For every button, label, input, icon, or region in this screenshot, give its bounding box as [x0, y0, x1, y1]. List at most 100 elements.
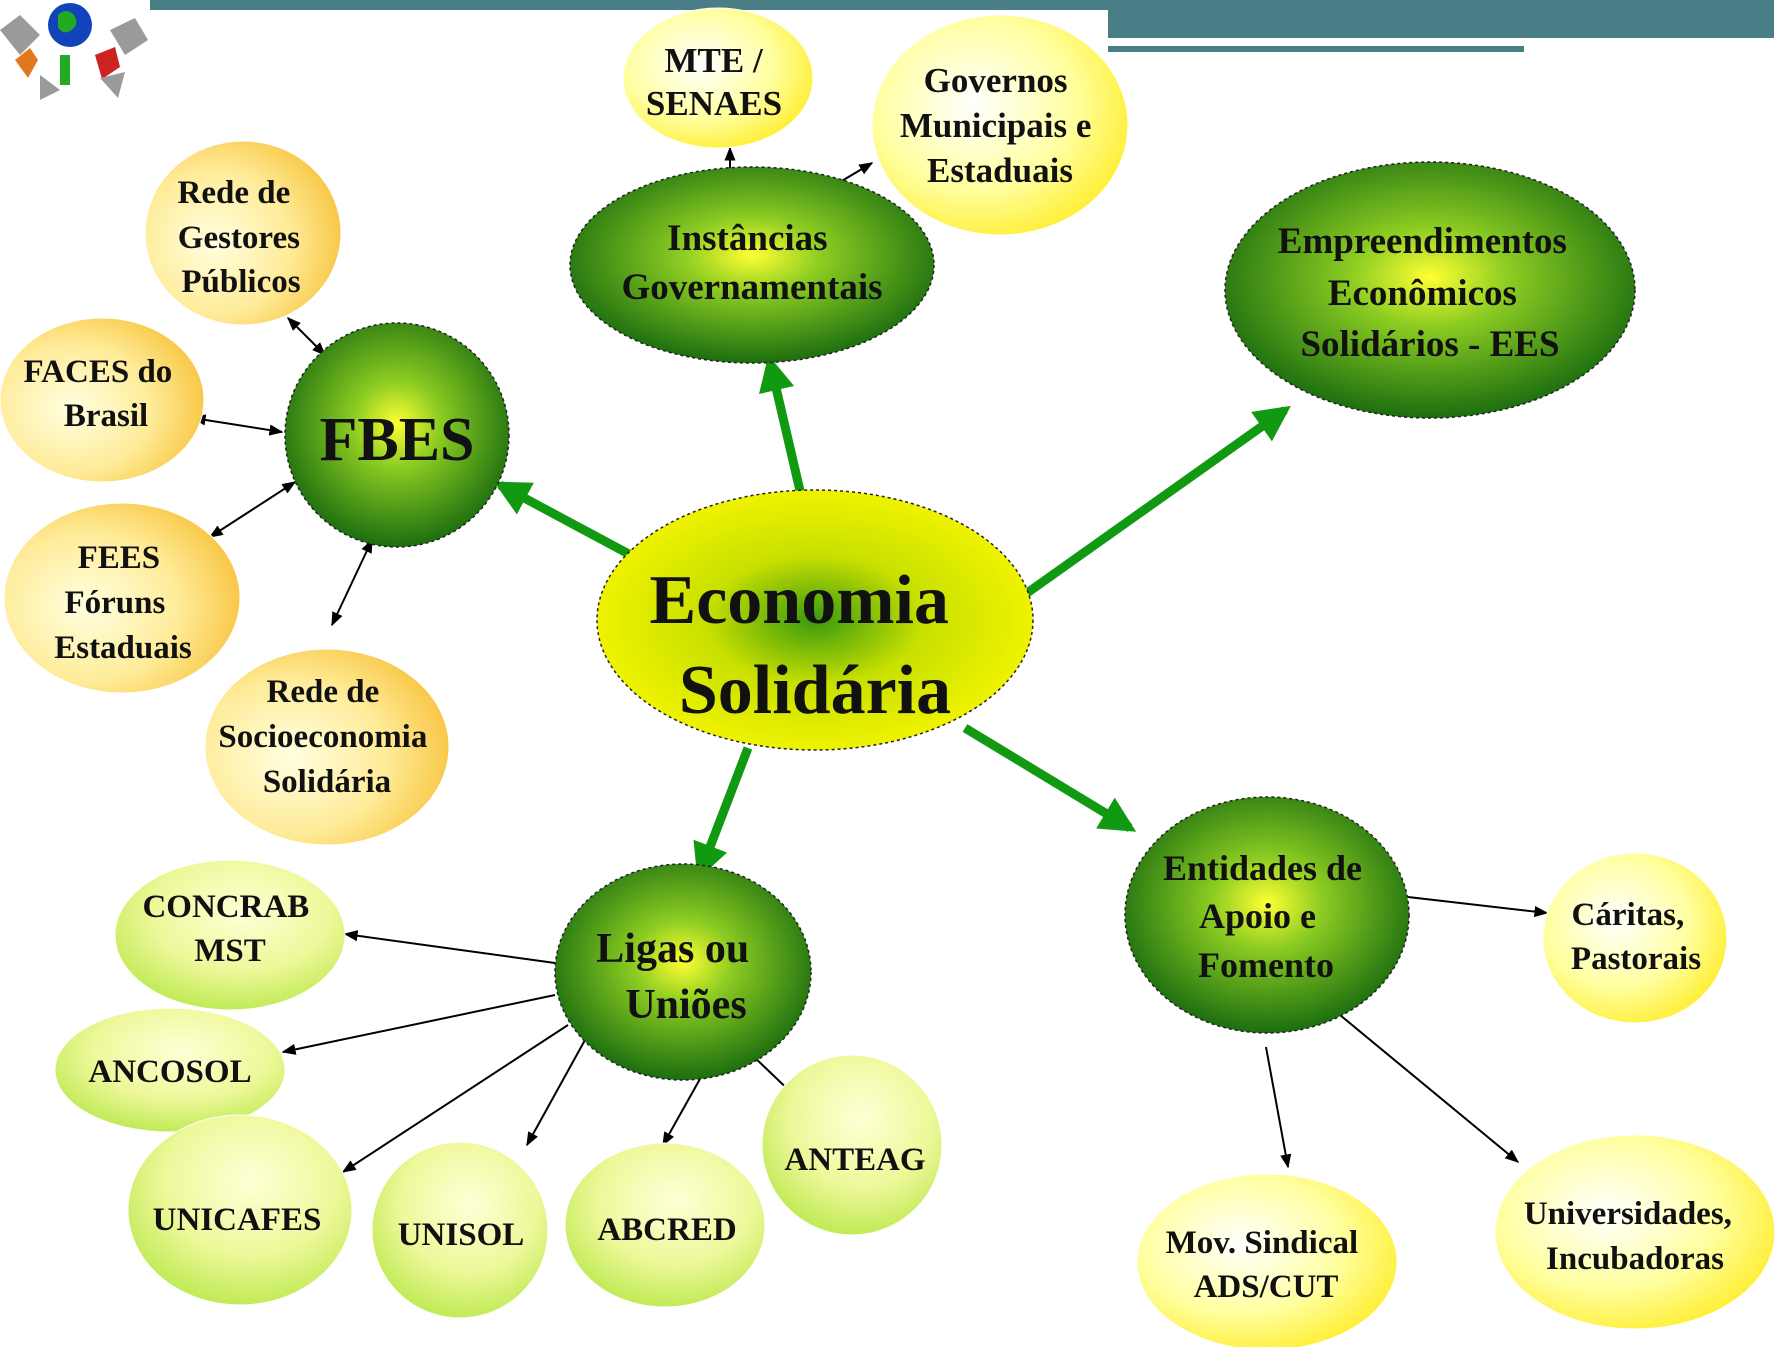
- leaf-caritas-pastorais: Cáritas, Pastorais: [1542, 852, 1728, 1024]
- svg-text:Rede de Socioeconomia: Rede de Socioeconomia Solidária: [218, 674, 435, 800]
- leaf-abcred: ABCRED: [564, 1142, 766, 1308]
- hub-fbes-label: FBES: [319, 406, 474, 474]
- svg-text:Rede de Gestores P: Rede de Gestores Públicos: [178, 175, 309, 300]
- leaf-faces-line-2: Brasil: [64, 398, 148, 434]
- arrow-ligas-abcred: [662, 1069, 706, 1147]
- leaf-sindical-line-1: Mov. Sindical: [1166, 1225, 1359, 1261]
- header-bar-inset-white: [150, 10, 1108, 22]
- leaf-rede-socioeconomia-solidaria: Rede de Socioeconomia Solidária: [204, 648, 450, 846]
- hub-instancias-governamentais: Instâncias Governamentais: [569, 166, 935, 364]
- leaf-anteag-label: ANTEAG: [784, 1142, 925, 1178]
- leaf-sindical-line-2: ADS/CUT: [1194, 1269, 1339, 1305]
- hub-entidades-apoio-fomento: Entidades de Apoio e Fomento: [1124, 796, 1410, 1034]
- hub-fbes: FBES: [284, 322, 510, 548]
- hub-entidades-line-1: Entidades de: [1163, 848, 1362, 888]
- leaf-unisol-label: UNISOL: [398, 1217, 525, 1253]
- svg-text:MTE / SENAES: MTE / SENAES: [646, 41, 782, 123]
- leaf-governos-line-3: Estaduais: [927, 151, 1073, 190]
- primary-connectors: [493, 354, 1291, 880]
- leaf-mte-line-2: SENAES: [646, 84, 782, 123]
- hub-ees-line-2: Econômicos: [1328, 273, 1517, 314]
- arrow-ligas-concrab: [343, 930, 556, 964]
- arrow-entidades-universidades: [1339, 1014, 1520, 1163]
- leaf-concrab-mst: CONCRAB MST: [114, 859, 346, 1011]
- center-node-economia-solidaria: Economia Solidária: [596, 489, 1034, 751]
- svg-text:FEES Fóruns Estadu: FEES Fóruns Estaduais: [54, 540, 192, 666]
- hub-ligas-unioes: Ligas ou Uniões: [554, 863, 812, 1081]
- svg-text:Universidades, Incubador: Universidades, Incubadoras: [1524, 1196, 1740, 1277]
- svg-text:ANTEAG: ANTEAG: [784, 1142, 925, 1178]
- svg-text:CONCRAB MST: CONCRAB MST: [142, 889, 317, 969]
- svg-text:UNICAFES: UNICAFES: [153, 1202, 322, 1238]
- header-bar-line-2: [1108, 46, 1524, 52]
- arrow-center-to-entidades: [962, 724, 1137, 832]
- svg-text:FACES do Brasil: FACES do Brasil: [23, 354, 180, 434]
- leaf-unisol: UNISOL: [371, 1141, 549, 1319]
- arrow-ligas-unicafes: [341, 1024, 569, 1173]
- hub-ligas-line-2: Uniões: [625, 982, 746, 1028]
- arrow-ligas-unisol: [526, 1039, 586, 1147]
- leaf-governos-line-2: Municipais e: [900, 106, 1092, 145]
- leaf-unicafes-label: UNICAFES: [153, 1202, 322, 1238]
- svg-text:ABCRED: ABCRED: [597, 1212, 736, 1248]
- arrow-fbes-fees: [208, 481, 297, 538]
- hub-entidades-line-3: Fomento: [1198, 945, 1334, 985]
- svg-text:Mov. Sindical ADS/CUT: Mov. Sindical ADS/CUT: [1166, 1225, 1367, 1305]
- arrow-entidades-caritas: [1407, 896, 1549, 918]
- leaf-socio-line-3: Solidária: [263, 764, 391, 800]
- leaf-universidades-line-1: Universidades,: [1524, 1196, 1732, 1232]
- leaf-concrab-line-2: MST: [194, 933, 266, 969]
- leaf-mte-line-1: MTE /: [665, 41, 764, 80]
- leaf-gestores-line-3: Públicos: [181, 264, 300, 300]
- leaf-concrab-line-1: CONCRAB: [142, 889, 309, 925]
- hub-ees: Empreendimentos Econômicos Solidários - …: [1224, 161, 1636, 419]
- leaf-fees-line-2: Fóruns: [64, 585, 165, 621]
- arrow-center-to-ligas: [693, 746, 753, 880]
- svg-text:Economia Solidária: Economia Solidária: [650, 562, 967, 729]
- header-bar-line: [1108, 38, 1774, 42]
- leaf-rede-gestores-publicos: Rede de Gestores Públicos: [144, 140, 342, 326]
- leaf-fees-foruns-estaduais: FEES Fóruns Estaduais: [3, 502, 241, 694]
- arrow-ligas-ancosol: [281, 994, 556, 1055]
- arrow-fbes-faces: [191, 414, 284, 436]
- leaf-caritas-line-2: Pastorais: [1571, 941, 1701, 977]
- center-label-line-2: Solidária: [679, 652, 951, 729]
- header-bar-top: [150, 0, 1774, 10]
- leaf-mov-sindical-ads-cut: Mov. Sindical ADS/CUT: [1136, 1173, 1398, 1347]
- hub-entidades-line-2: Apoio e: [1199, 896, 1316, 936]
- arrow-center-to-ees: [1017, 405, 1291, 602]
- leaf-mte-senaes: MTE / SENAES: [622, 7, 814, 149]
- leaf-unicafes: UNICAFES: [127, 1114, 353, 1306]
- svg-text:Instâncias Governamentai: Instâncias Governamentais: [621, 218, 882, 308]
- hub-instancias-line-1: Instâncias: [667, 218, 827, 259]
- svg-text:FBES: FBES: [319, 406, 474, 474]
- globe-people-logo-icon: [0, 0, 150, 105]
- leaf-ancosol-label: ANCOSOL: [88, 1054, 251, 1090]
- arrow-entidades-sindical: [1265, 1046, 1292, 1169]
- leaf-gestores-line-2: Gestores: [178, 220, 300, 256]
- svg-text:Ligas ou Uniões: Ligas ou Uniões: [596, 926, 759, 1028]
- hub-ees-line-3: Solidários - EES: [1300, 324, 1559, 365]
- svg-text:Governos Municipais e: Governos Municipais e Estaduais: [900, 61, 1100, 190]
- leaf-caritas-line-1: Cáritas,: [1572, 897, 1685, 933]
- leaf-abcred-label: ABCRED: [597, 1212, 736, 1248]
- leaf-governos: Governos Municipais e Estaduais: [871, 14, 1129, 236]
- arrow-fbes-gestores: [287, 317, 326, 356]
- leaf-governos-line-1: Governos: [924, 61, 1068, 100]
- leaf-fees-line-3: Estaduais: [54, 630, 192, 666]
- svg-text:Empreendimentos Econômic: Empreendimentos Econômicos Solidários - …: [1278, 221, 1576, 365]
- center-label-line-1: Economia: [650, 562, 949, 639]
- hub-instancias-line-2: Governamentais: [621, 267, 882, 308]
- svg-text:Cáritas, Pastorais: Cáritas, Pastorais: [1571, 897, 1701, 977]
- arrow-center-to-fbes: [493, 481, 643, 564]
- leaf-fees-line-1: FEES: [78, 540, 161, 576]
- arrow-fbes-socio: [331, 538, 373, 627]
- svg-text:Entidades de Apoio e: Entidades de Apoio e Fomento: [1163, 848, 1371, 985]
- leaf-anteag: ANTEAG: [761, 1054, 943, 1236]
- leaf-socio-line-2: Socioeconomia: [218, 719, 427, 755]
- leaf-universidades-incubadoras: Universidades, Incubadoras: [1494, 1134, 1774, 1330]
- leaf-ancosol: ANCOSOL: [54, 1007, 286, 1133]
- hub-ligas-line-1: Ligas ou: [596, 926, 749, 972]
- leaf-faces-line-1: FACES do: [23, 354, 172, 390]
